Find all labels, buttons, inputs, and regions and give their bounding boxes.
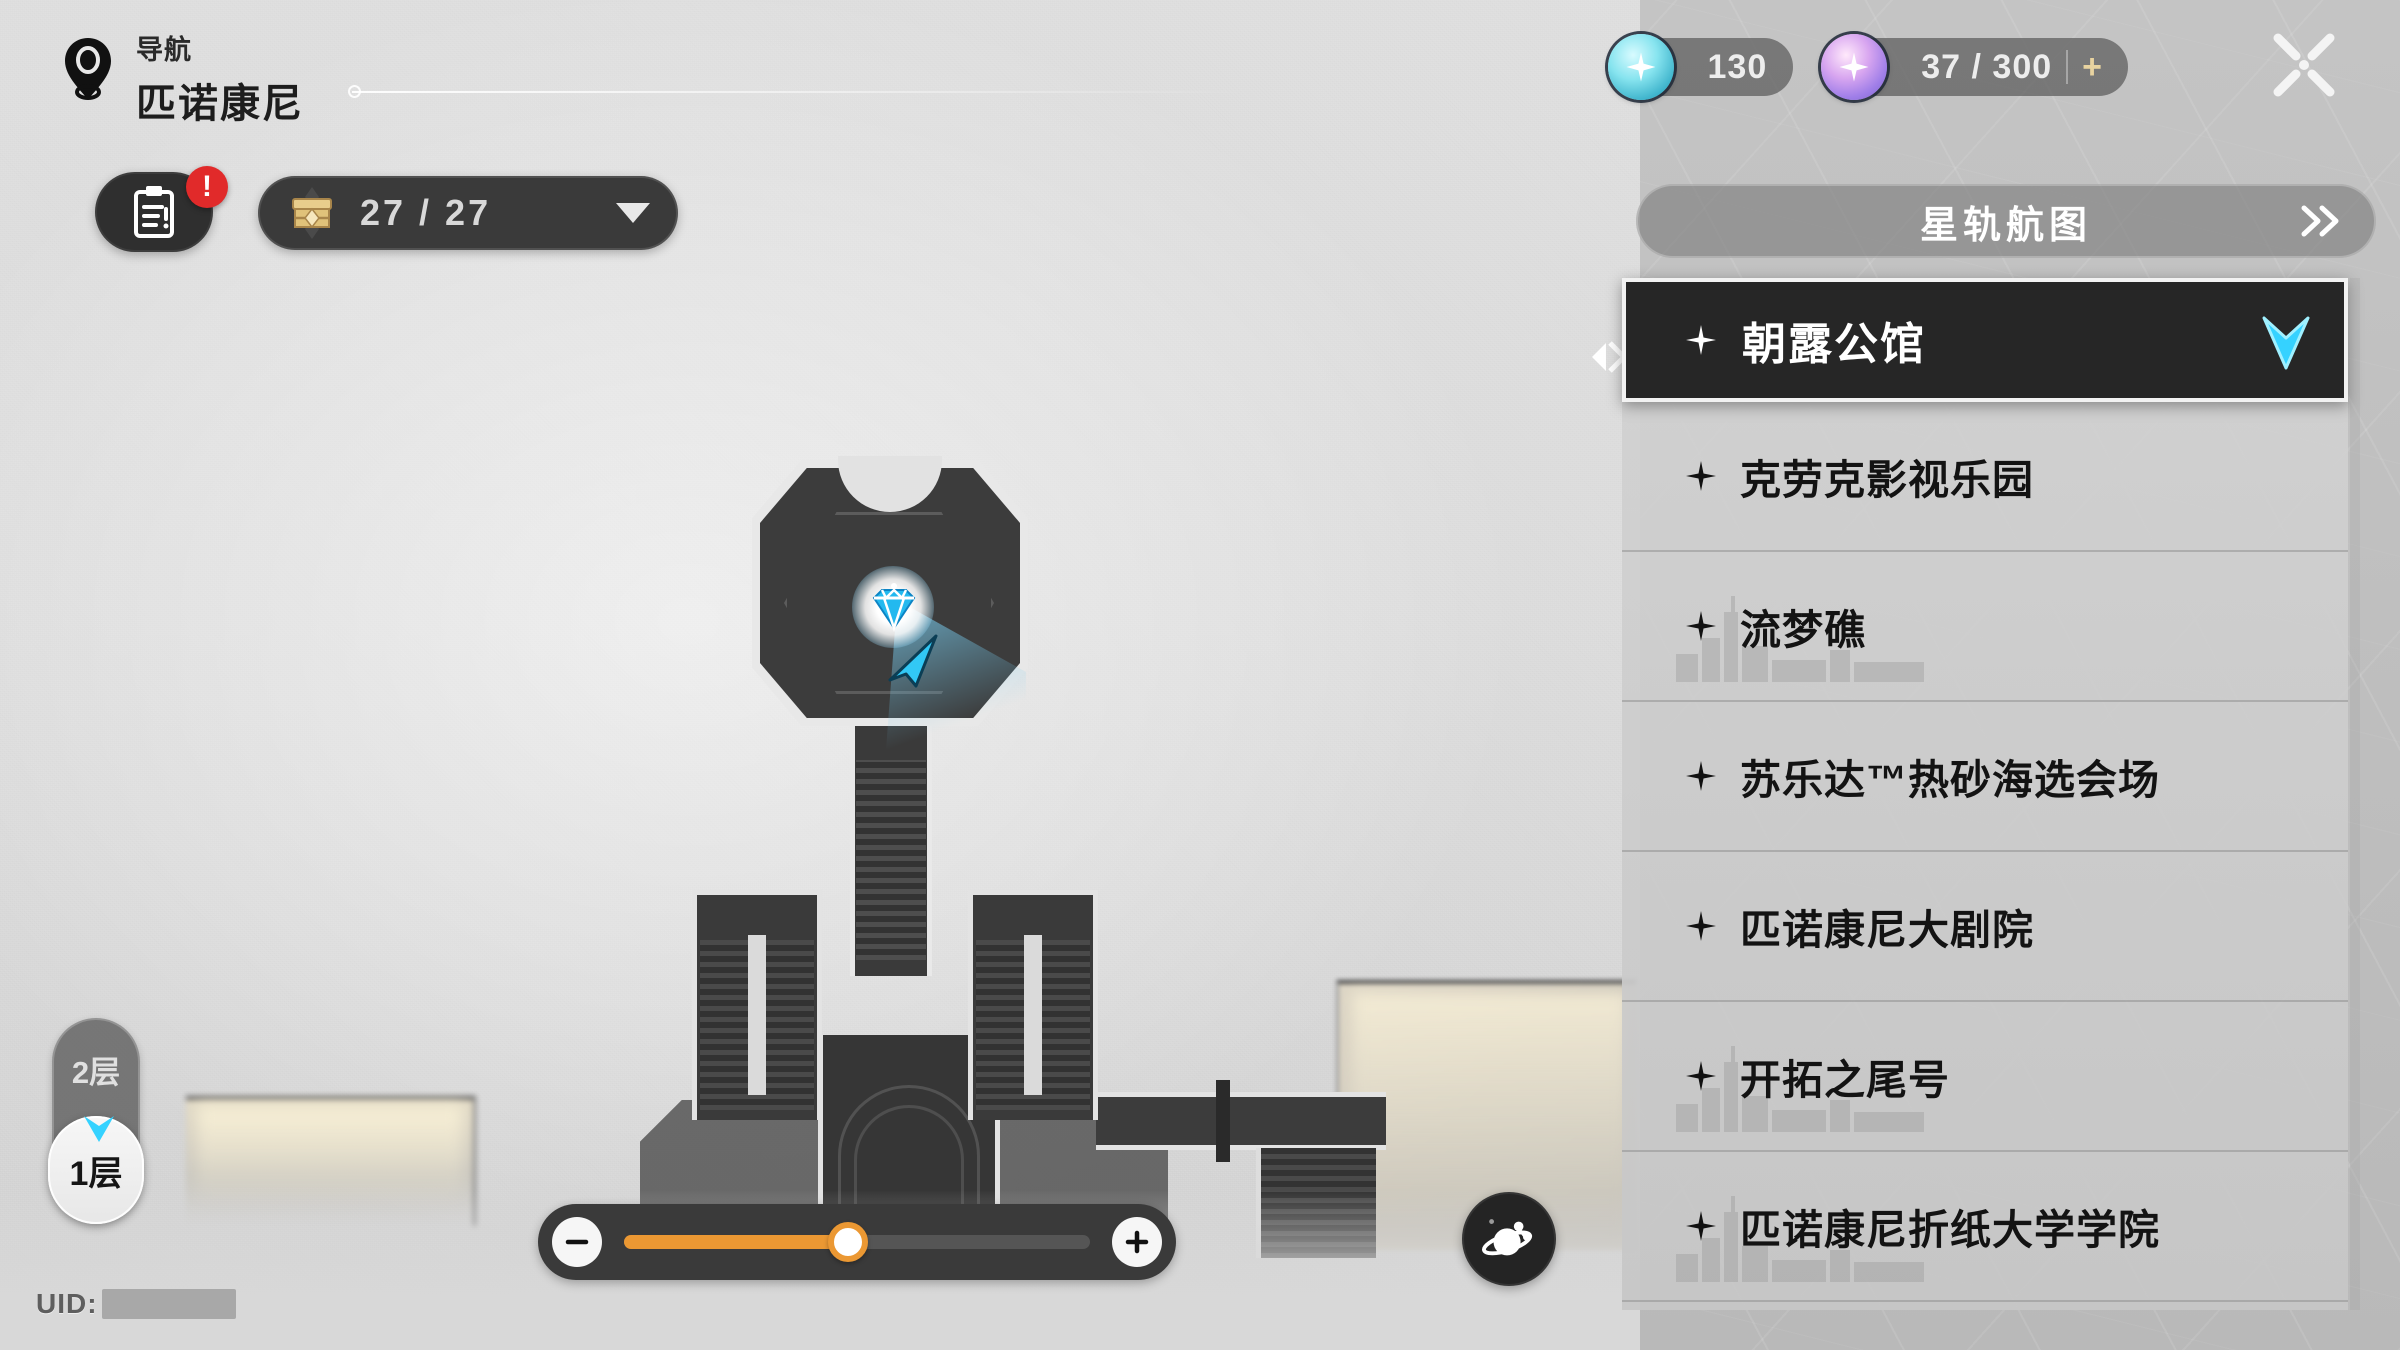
stellar-jade-pill[interactable]: 130 [1607, 34, 1794, 100]
map-corridor-main-hatch [856, 760, 926, 960]
player-direction-arrow-icon [880, 630, 944, 690]
current-floor-caret-icon [82, 1114, 116, 1144]
map-canvas[interactable] [0, 0, 1640, 1350]
teleport-down-arrow-icon[interactable] [2258, 312, 2314, 374]
plus-icon [1125, 1230, 1149, 1254]
map-room-beige-left-glow [196, 1104, 464, 1204]
zoom-slider-thumb[interactable] [827, 1222, 868, 1262]
destination-label: 流梦礁 [1740, 607, 1866, 653]
sparkle-star-icon [1686, 1061, 1716, 1091]
power-orb-icon [1821, 34, 1888, 100]
quest-alert-badge: ! [186, 166, 228, 208]
navigation-title: 匹诺康尼 [136, 82, 304, 126]
player-gem-marker-icon [866, 578, 922, 634]
trailblaze-power-value: 37 / 300 [1921, 47, 2053, 86]
map-bridge-east [1096, 1092, 1386, 1150]
city-skyline-watermark [1666, 1040, 1936, 1132]
sparkle-star-icon [1686, 761, 1716, 791]
trailblaze-power-pill[interactable]: 37 / 300 + [1821, 34, 2128, 100]
uid-row: UID: [36, 1288, 236, 1320]
destination-label: 匹诺康尼大剧院 [1740, 907, 2034, 953]
map-door-east [1216, 1080, 1230, 1162]
close-button[interactable] [2256, 18, 2352, 112]
zoom-in-button[interactable] [1112, 1217, 1162, 1267]
currency-bar: 130 37 / 300 + [1607, 34, 2128, 100]
planet-view-button[interactable] [1462, 1192, 1556, 1286]
map-zoom-control[interactable] [538, 1204, 1176, 1280]
list-item[interactable]: 开拓之尾号 [1622, 1002, 2348, 1152]
zoom-slider-track-wrap[interactable] [624, 1222, 1090, 1262]
map-hall-arc-inner [854, 1105, 964, 1205]
list-item[interactable]: 匹诺康尼大剧院 [1622, 852, 2348, 1002]
list-item[interactable]: 流梦礁 [1622, 552, 2348, 702]
zoom-out-button[interactable] [552, 1217, 602, 1267]
stellar-jade-value: 130 [1707, 47, 1768, 86]
jade-orb-icon [1607, 34, 1674, 100]
floor-option-2[interactable]: 2层 [71, 1054, 121, 1090]
destination-label: 苏乐达™热砂海选会场 [1740, 757, 2160, 803]
destination-label: 匹诺康尼折纸大学学院 [1740, 1207, 2160, 1253]
map-room-octagon-inner-hex [784, 512, 994, 694]
uid-masked-value [101, 1289, 236, 1319]
starmap-button[interactable]: 星轨航图 [1636, 184, 2376, 258]
destination-scrollbar-track[interactable] [2350, 278, 2360, 1310]
map-room-wing-right-slot [1024, 935, 1042, 1095]
map-room-wing-left-slot [748, 935, 766, 1095]
double-chevron-right-icon [2298, 200, 2344, 242]
destination-selected-row[interactable]: 朝露公馆 [1622, 278, 2348, 402]
clipboard-quest-icon [134, 186, 174, 238]
treasure-counter-dropdown[interactable]: 27 / 27 [258, 176, 678, 250]
sparkle-star-icon [1686, 911, 1716, 941]
destination-label: 开拓之尾号 [1740, 1057, 1950, 1103]
treasure-count-label: 27 / 27 [360, 192, 492, 233]
sparkle-star-icon [1686, 1211, 1716, 1241]
city-skyline-watermark [1666, 1190, 1936, 1282]
starmap-button-label: 星轨航图 [1919, 204, 2092, 247]
list-item[interactable]: 克劳克影视乐园 [1622, 402, 2348, 552]
add-power-button[interactable]: + [2082, 48, 2102, 86]
navigation-kicker: 导航 [136, 35, 192, 65]
navigation-header: 导航 匹诺康尼 [62, 28, 304, 129]
caret-down-icon[interactable] [616, 203, 650, 223]
location-pin-icon [62, 36, 114, 102]
sparkle-star-icon [1686, 611, 1716, 641]
floor-selector[interactable]: 2层 1层 [48, 1018, 144, 1224]
list-item[interactable]: 匹诺康尼折纸大学学院 [1622, 1152, 2348, 1302]
map-hall-arc-outer [838, 1085, 980, 1205]
sparkle-star-icon [1686, 461, 1716, 491]
header-rule-dot [348, 85, 361, 98]
header-rule [352, 91, 1252, 93]
treasure-chest-icon [292, 187, 332, 239]
sparkle-star-icon [1686, 325, 1716, 355]
close-x-icon [2273, 33, 2335, 97]
list-item[interactable]: 苏乐达™热砂海选会场 [1622, 702, 2348, 852]
divider [2066, 50, 2069, 84]
destination-list-panel[interactable]: 克劳克影视乐园 流梦礁 [1622, 278, 2348, 1310]
uid-label: UID: [36, 1288, 98, 1319]
destination-label: 克劳克影视乐园 [1740, 457, 2034, 503]
planet-icon [1482, 1219, 1533, 1256]
destination-selected-label: 朝露公馆 [1742, 320, 1926, 369]
minus-icon [565, 1239, 589, 1245]
zoom-slider-fill [624, 1235, 848, 1249]
city-skyline-watermark [1666, 590, 1936, 682]
